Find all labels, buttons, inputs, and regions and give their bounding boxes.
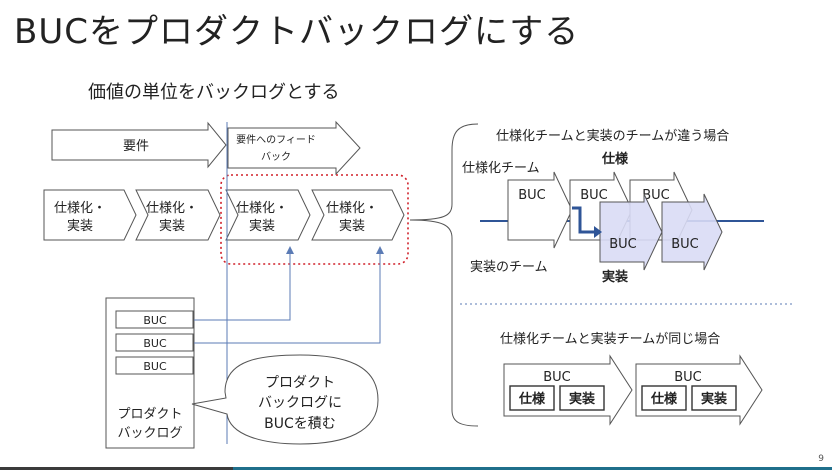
handoff-arrowhead — [594, 226, 602, 238]
connector-line — [194, 246, 294, 321]
impl-team-label: 実装のチーム — [470, 259, 548, 275]
impl-buc-arrow — [599, 193, 663, 271]
impl-buc-label: BUC — [671, 237, 699, 252]
step-label-line1: 仕様化・ — [236, 201, 288, 216]
page-title: BUCをプロダクトバックログにする — [14, 12, 580, 52]
requirement-feedback-arrow — [227, 120, 361, 176]
backlog-label-line1: プロダクト — [117, 407, 182, 422]
impl-cell-label: 実装 — [701, 391, 727, 407]
same-team-arrow-1: BUC 仕様 実装 — [503, 354, 633, 426]
step-label-line2: 実装 — [249, 218, 275, 234]
backlog-item — [115, 356, 194, 375]
different-teams-heading: 仕様化チームと実装のチームが違う場合 — [496, 128, 729, 144]
same-team-heading: 仕様化チームと実装チームが同じ場合 — [500, 331, 720, 347]
requirement-feedback-label-line2: バック — [261, 151, 291, 163]
impl-cell-label: 実装 — [569, 391, 595, 407]
step-chevron-4: 仕様化・ 実装 — [311, 189, 405, 241]
backlog-item-label: BUC — [143, 337, 167, 350]
step-label-line2: 実装 — [339, 218, 365, 234]
backlog-item-label: BUC — [143, 314, 167, 327]
step-label-line1: 仕様化・ — [326, 201, 378, 216]
same-buc-label: BUC — [674, 370, 702, 385]
spec-cell-label: 仕様 — [518, 391, 546, 407]
callout-line3: BUCを積む — [264, 416, 336, 432]
spec-buc-label: BUC — [580, 188, 608, 203]
impl-cell — [559, 385, 605, 411]
step-label-line2: 実装 — [159, 218, 185, 234]
highlight-box — [220, 174, 409, 265]
callout-line2: バックログに — [258, 395, 342, 411]
callout-bubble — [191, 354, 379, 445]
requirement-feedback-label-line1: 要件へのフィード — [236, 134, 316, 146]
same-buc-label: BUC — [543, 370, 571, 385]
spec-label: 仕様 — [601, 151, 629, 167]
backlog-item — [115, 310, 194, 329]
step-chevron-1: 仕様化・ 実装 — [43, 189, 137, 241]
same-team-arrow-2: BUC 仕様 実装 — [635, 354, 763, 426]
page-subtitle: 価値の単位をバックログとする — [88, 82, 340, 103]
bottom-bar — [0, 467, 832, 470]
step-label-line1: 仕様化・ — [54, 201, 106, 216]
step-chevron-2: 仕様化・ 実装 — [135, 189, 221, 241]
spec-buc-label: BUC — [642, 188, 670, 203]
connector-line — [194, 246, 384, 344]
handoff-path — [572, 206, 594, 234]
callout-line1: プロダクト — [265, 375, 335, 391]
backlog-item — [115, 333, 194, 352]
requirement-label: 要件 — [123, 139, 149, 154]
impl-buc-label: BUC — [609, 237, 637, 252]
requirement-arrow — [51, 121, 227, 169]
spec-buc-arrow — [507, 171, 573, 249]
spec-team-label: 仕様化チーム — [462, 161, 540, 176]
impl-cell — [691, 385, 737, 411]
backlog-item-label: BUC — [143, 360, 167, 373]
step-label-line2: 実装 — [67, 218, 93, 234]
step-chevron-3: 仕様化・ 実装 — [225, 189, 311, 241]
curly-brace — [409, 123, 479, 427]
page-number: 9 — [818, 454, 824, 464]
impl-label: 実装 — [602, 269, 628, 285]
backlog-label-line2: バックログ — [117, 426, 182, 441]
spec-cell — [509, 385, 555, 411]
impl-buc-arrow — [661, 193, 723, 271]
spec-buc-label: BUC — [518, 188, 546, 203]
spec-cell-label: 仕様 — [650, 391, 678, 407]
spec-cell — [641, 385, 687, 411]
step-label-line1: 仕様化・ — [146, 201, 198, 216]
